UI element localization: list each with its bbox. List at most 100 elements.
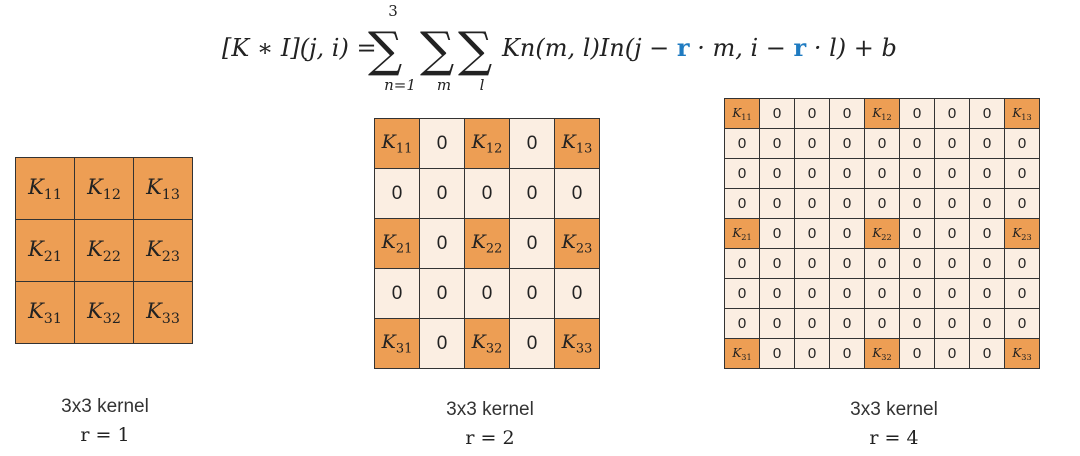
zero-cell: 0 [724, 308, 760, 339]
zero-cell: 0 [759, 98, 795, 129]
caption-r-value-r2: r = 2 [465, 427, 515, 449]
zero-cell: 0 [509, 218, 555, 269]
zero-cell: 0 [794, 308, 830, 339]
caption-r-value-r4: r = 4 [869, 427, 919, 449]
zero-cell: 0 [509, 268, 555, 319]
zero-cell: 0 [374, 268, 420, 319]
kernel-weight-cell: K33 [1004, 338, 1040, 369]
zero-cell: 0 [969, 218, 1005, 249]
kernel-weight-cell: K12 [464, 118, 510, 169]
zero-cell: 0 [829, 308, 865, 339]
zero-cell: 0 [759, 308, 795, 339]
kernel-weight-cell: K21 [724, 218, 760, 249]
sum-sign-n: ∑ [368, 22, 402, 78]
zero-cell: 0 [899, 158, 935, 189]
caption-kernel-r1: 3x3 kernel [61, 396, 149, 417]
kernel-weight-cell: K21 [15, 219, 75, 282]
zero-cell: 0 [899, 338, 935, 369]
zero-cell: 0 [794, 188, 830, 219]
caption-kernel-r4: 3x3 kernel [850, 399, 938, 420]
kernel-weight-cell: K31 [374, 318, 420, 369]
kernel-weight-cell: K11 [15, 157, 75, 220]
zero-cell: 0 [969, 158, 1005, 189]
kernel-weight-cell: K22 [864, 218, 900, 249]
zero-cell: 0 [724, 158, 760, 189]
zero-cell: 0 [864, 248, 900, 279]
zero-cell: 0 [934, 188, 970, 219]
kernel-weight-cell: K13 [1004, 98, 1040, 129]
zero-cell: 0 [829, 158, 865, 189]
sum-sign-l: ∑ [458, 22, 492, 78]
formula-r-second: r [794, 33, 807, 62]
zero-cell: 0 [969, 278, 1005, 309]
zero-cell: 0 [374, 168, 420, 219]
zero-cell: 0 [724, 128, 760, 159]
formula-term-end: · l) + b [806, 34, 897, 62]
zero-cell: 0 [969, 98, 1005, 129]
kernel-weight-cell: K11 [724, 98, 760, 129]
zero-cell: 0 [419, 268, 465, 319]
zero-cell: 0 [759, 278, 795, 309]
formula-term-kernel: Kn(m, l)In(j − [501, 34, 677, 62]
kernel-weight-cell: K31 [15, 281, 75, 344]
zero-cell: 0 [899, 308, 935, 339]
zero-cell: 0 [899, 248, 935, 279]
zero-cell: 0 [464, 168, 510, 219]
formula-lhs: [K ∗ I](j, i) = [222, 34, 377, 62]
kernel-weight-cell: K33 [554, 318, 600, 369]
kernel-weight-cell: K32 [464, 318, 510, 369]
zero-cell: 0 [934, 128, 970, 159]
zero-cell: 0 [419, 118, 465, 169]
sum-lower-m: m [437, 76, 451, 94]
zero-cell: 0 [724, 248, 760, 279]
zero-cell: 0 [934, 278, 970, 309]
zero-cell: 0 [724, 278, 760, 309]
zero-cell: 0 [829, 218, 865, 249]
zero-cell: 0 [759, 158, 795, 189]
zero-cell: 0 [759, 188, 795, 219]
zero-cell: 0 [554, 268, 600, 319]
zero-cell: 0 [724, 188, 760, 219]
kernel-weight-cell: K31 [724, 338, 760, 369]
zero-cell: 0 [794, 98, 830, 129]
zero-cell: 0 [899, 188, 935, 219]
kernel-weight-cell: K22 [74, 219, 134, 282]
zero-cell: 0 [509, 168, 555, 219]
formula-term: Kn(m, l)In(j − r · m, i − r · l) + b [501, 33, 897, 62]
kernel-weight-cell: K21 [374, 218, 420, 269]
zero-cell: 0 [934, 338, 970, 369]
zero-cell: 0 [969, 248, 1005, 279]
zero-cell: 0 [759, 218, 795, 249]
zero-cell: 0 [1004, 158, 1040, 189]
kernel-weight-cell: K12 [74, 157, 134, 220]
zero-cell: 0 [759, 338, 795, 369]
zero-cell: 0 [464, 268, 510, 319]
zero-cell: 0 [899, 128, 935, 159]
zero-cell: 0 [969, 308, 1005, 339]
zero-cell: 0 [509, 118, 555, 169]
kernel-weight-cell: K13 [133, 157, 193, 220]
kernel-weight-cell: K33 [133, 281, 193, 344]
kernel-weight-cell: K32 [864, 338, 900, 369]
zero-cell: 0 [899, 98, 935, 129]
zero-cell: 0 [864, 158, 900, 189]
zero-cell: 0 [969, 128, 1005, 159]
zero-cell: 0 [419, 318, 465, 369]
zero-cell: 0 [419, 168, 465, 219]
zero-cell: 0 [829, 248, 865, 279]
zero-cell: 0 [829, 98, 865, 129]
